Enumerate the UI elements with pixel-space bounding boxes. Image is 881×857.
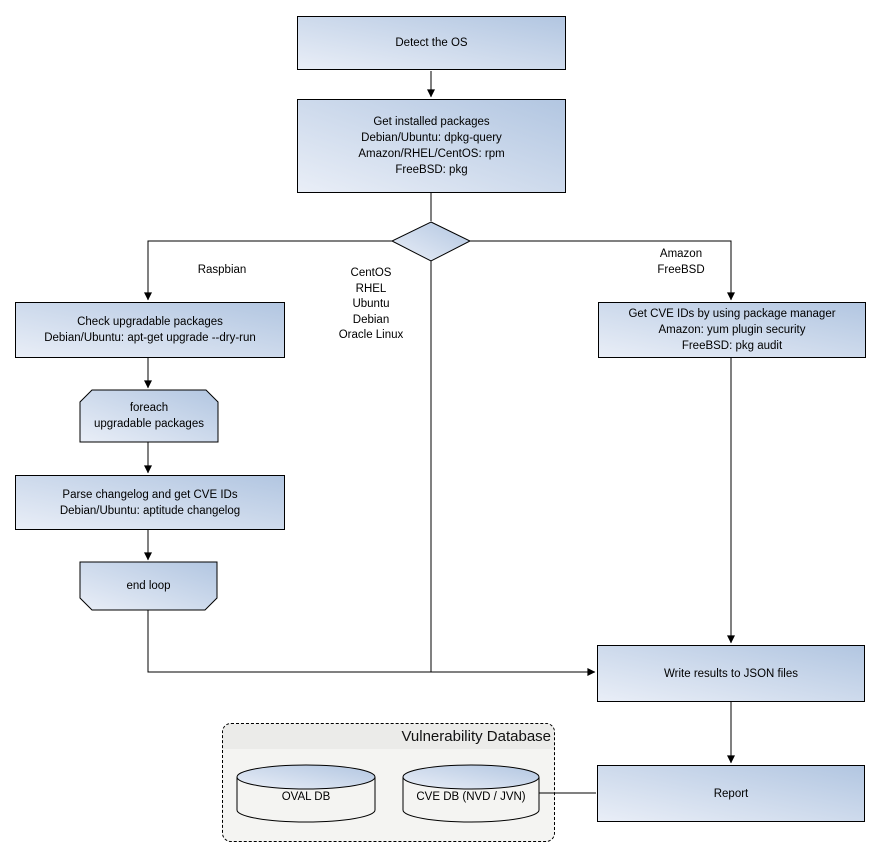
node-check-upgradable-packages: Check upgradable packages Debian/Ubuntu:… — [15, 302, 285, 358]
vulnerability-database-title: Vulnerability Database — [223, 724, 554, 749]
node-report: Report — [597, 765, 865, 822]
node-get-cve-ids: Get CVE IDs by using package manager Ama… — [598, 302, 866, 358]
node-parse-changelog: Parse changelog and get CVE IDs Debian/U… — [15, 475, 285, 530]
node-detect-os: Detect the OS — [297, 16, 566, 70]
node-write-results: Write results to JSON files — [597, 645, 865, 702]
edge-label-os-list: CentOS RHEL Ubuntu Debian Oracle Linux — [338, 267, 404, 341]
vulnerability-database-panel: Vulnerability Database — [222, 723, 555, 842]
end-loop-shape — [79, 561, 218, 611]
edge-endloop-to-write — [147, 610, 596, 676]
edge-label-raspbian: Raspbian — [197, 264, 247, 276]
decision-diamond — [390, 221, 472, 262]
foreach-loop-label: foreach upgradable packages — [94, 402, 204, 430]
end-loop-label: end loop — [126, 580, 171, 592]
node-get-installed-packages: Get installed packages Debian/Ubuntu: dp… — [297, 99, 566, 193]
foreach-loop-shape — [79, 389, 219, 443]
edge-label-amazon-freebsd: Amazon FreeBSD — [657, 248, 705, 276]
